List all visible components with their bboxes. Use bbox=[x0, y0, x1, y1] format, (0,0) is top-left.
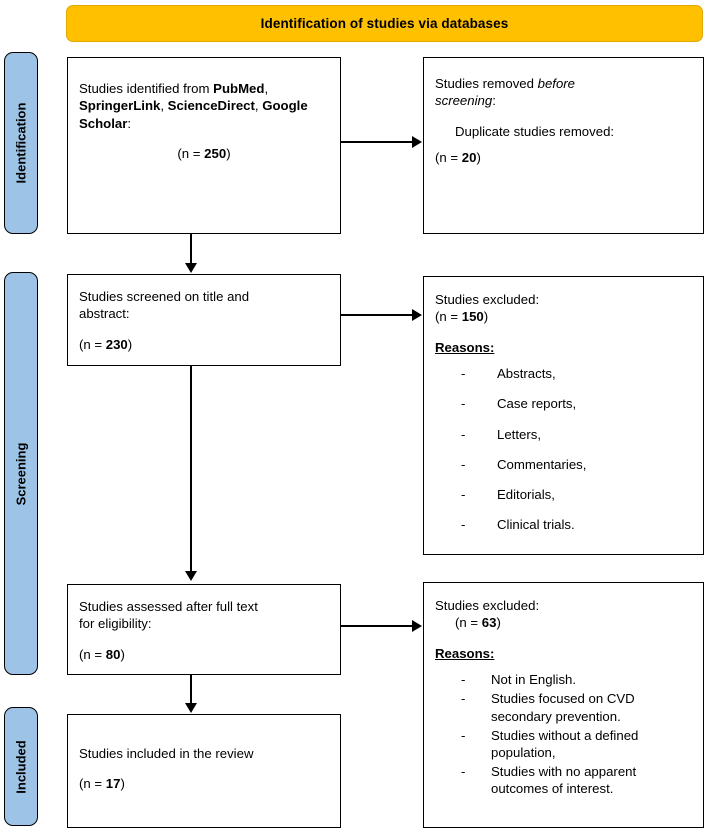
assessed-line1: Studies assessed after full text bbox=[79, 599, 258, 614]
phase-bar-identification: Identification bbox=[4, 52, 38, 234]
list-item: Studies without a defined population, bbox=[461, 727, 692, 761]
identified-count: (n = 250) bbox=[177, 146, 231, 162]
included-line1: Studies included in the review bbox=[79, 746, 254, 761]
connector-assessed-to-included bbox=[190, 675, 192, 704]
box-studies-excluded-screening: Studies excluded: (n = 150) Reasons: Abs… bbox=[423, 276, 704, 555]
list-item: Letters, bbox=[461, 426, 692, 443]
excluded-eligibility-label: Studies excluded: bbox=[435, 598, 540, 613]
excluded-screening-reasons-heading: Reasons: bbox=[435, 339, 495, 355]
list-item: Studies with no apparent outcomes of int… bbox=[461, 763, 692, 797]
connector-identified-to-removed bbox=[341, 141, 413, 143]
screened-count: (n = 230) bbox=[79, 336, 133, 352]
list-item: Editorials, bbox=[461, 486, 692, 503]
phase-label-screening: Screening bbox=[13, 442, 29, 505]
arrowhead-screened-to-excluded bbox=[412, 309, 422, 321]
box-studies-excluded-eligibility: Studies excluded: (n = 63) Reasons: Not … bbox=[423, 582, 704, 828]
phase-bar-included: Included bbox=[4, 707, 38, 826]
removed-heading-line1: Studies removed before bbox=[435, 76, 576, 91]
phase-label-included: Included bbox=[13, 739, 29, 794]
connector-screened-to-excluded bbox=[341, 314, 413, 316]
arrowhead-identified-to-removed bbox=[412, 136, 422, 148]
removed-heading-line2: screening: bbox=[435, 93, 496, 109]
arrowhead-screened-to-assessed bbox=[185, 571, 197, 581]
source-pubmed: PubMed bbox=[213, 81, 265, 96]
diagram-header-banner: Identification of studies via databases bbox=[66, 5, 703, 42]
phase-label-identification: Identification bbox=[13, 102, 29, 184]
list-item: Case reports, bbox=[461, 395, 692, 412]
box-studies-included: Studies included in the review (n = 17) bbox=[67, 714, 341, 828]
page-title: Identification of studies via databases bbox=[260, 16, 509, 31]
included-count: (n = 17) bbox=[79, 776, 125, 792]
box-studies-identified: Studies identified from PubMed, Springer… bbox=[67, 57, 341, 234]
phase-bar-screening: Screening bbox=[4, 272, 38, 675]
excluded-screening-label: Studies excluded: bbox=[435, 292, 540, 307]
source-sciencedirect: ScienceDirect bbox=[167, 98, 255, 114]
arrowhead-assessed-to-excluded bbox=[412, 620, 422, 632]
excluded-screening-count: (n = 150) bbox=[435, 309, 489, 325]
excluded-eligibility-count: (n = 63) bbox=[455, 615, 501, 631]
source-google-scholar: Google Scholar bbox=[79, 98, 308, 131]
excluded-screening-reasons-list: Abstracts, Case reports, Letters, Commen… bbox=[435, 365, 692, 533]
removed-count: (n = 20) bbox=[435, 150, 481, 166]
box-studies-screened: Studies screened on title and abstract: … bbox=[67, 274, 341, 366]
arrowhead-identified-to-screened bbox=[185, 263, 197, 273]
screened-line1: Studies screened on title and bbox=[79, 289, 250, 304]
list-item: Not in English. bbox=[461, 671, 692, 688]
box-studies-removed: Studies removed before screening: Duplic… bbox=[423, 57, 704, 234]
arrowhead-assessed-to-included bbox=[185, 703, 197, 713]
list-item: Clinical trials. bbox=[461, 516, 692, 533]
source-springerlink: SpringerLink bbox=[79, 98, 161, 114]
assessed-count: (n = 80) bbox=[79, 646, 125, 662]
list-item: Commentaries, bbox=[461, 456, 692, 473]
connector-screened-to-assessed bbox=[190, 366, 192, 572]
removed-duplicate-label: Duplicate studies removed: bbox=[455, 123, 615, 139]
list-item: Abstracts, bbox=[461, 365, 692, 382]
box-studies-assessed: Studies assessed after full text for eli… bbox=[67, 584, 341, 675]
connector-identified-to-screened bbox=[190, 234, 192, 264]
identified-sources-line: Studies identified from PubMed, Springer… bbox=[79, 81, 308, 131]
list-item: Studies focused on CVD secondary prevent… bbox=[461, 690, 692, 724]
assessed-line2: for eligibility: bbox=[79, 616, 152, 632]
connector-assessed-to-excluded bbox=[341, 625, 413, 627]
screened-line2: abstract: bbox=[79, 306, 130, 322]
excluded-eligibility-reasons-heading: Reasons: bbox=[435, 645, 495, 661]
excluded-eligibility-reasons-list: Not in English. Studies focused on CVD s… bbox=[435, 671, 692, 797]
